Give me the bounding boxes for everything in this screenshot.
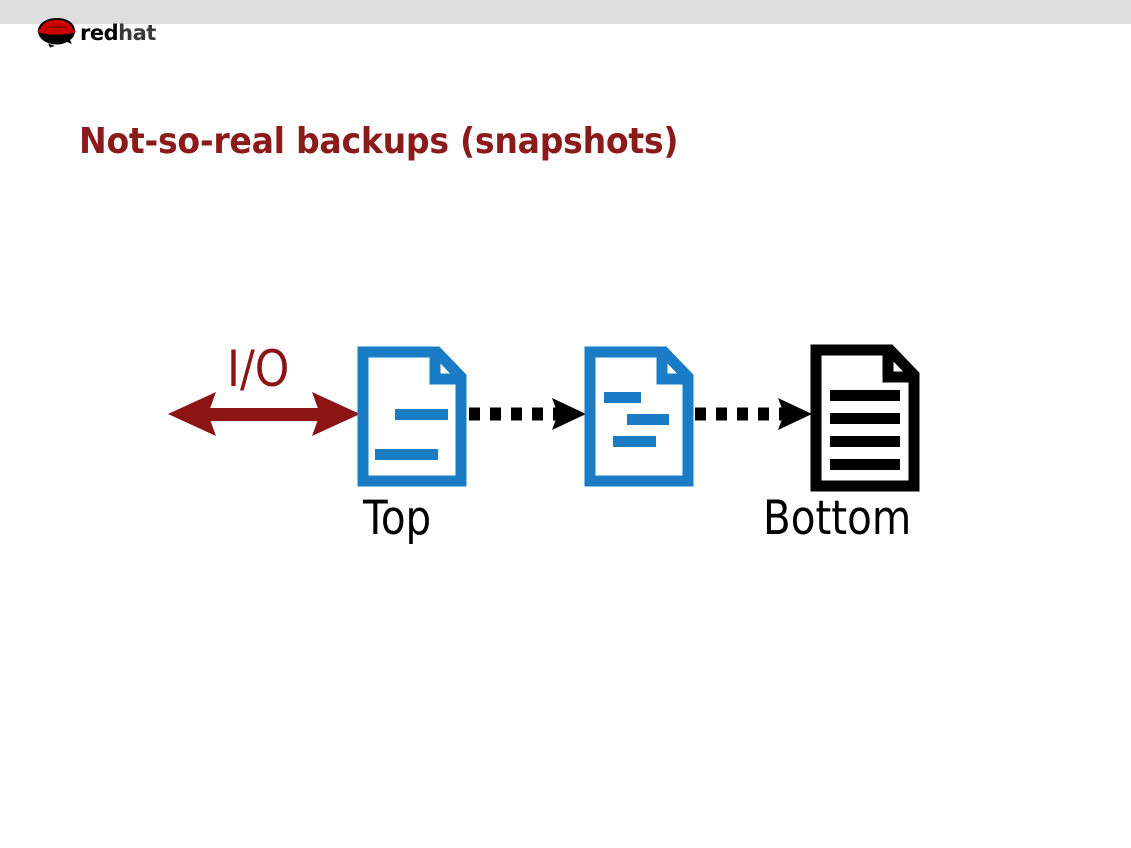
doc-line — [830, 390, 900, 401]
document-label-top: Top — [363, 491, 432, 546]
top-gray-band — [0, 0, 1131, 24]
document-label-bottom: Bottom — [763, 491, 912, 546]
doc-line — [395, 409, 448, 420]
doc-line — [830, 413, 900, 424]
document-icon-top — [357, 346, 467, 487]
dotted-arrow-top-to-middle — [469, 398, 586, 430]
document-icon-middle — [584, 346, 694, 487]
doc-line — [604, 392, 641, 403]
redhat-shadowman-icon — [37, 18, 76, 48]
io-label: I/O — [227, 340, 290, 398]
dotted-arrow-middle-to-bottom — [695, 398, 812, 430]
doc-line — [830, 436, 900, 447]
doc-line — [830, 459, 900, 470]
document-icon-bottom — [810, 344, 920, 492]
doc-line — [375, 449, 438, 460]
wordmark-red: red — [80, 21, 119, 45]
redhat-logo: redhat — [30, 16, 190, 50]
doc-line — [613, 436, 656, 447]
wordmark-hat: hat — [118, 21, 156, 45]
slide-title: Not-so-real backups (snapshots) — [79, 121, 679, 163]
io-double-arrow — [168, 392, 360, 436]
redhat-wordmark: redhat — [80, 21, 156, 45]
doc-line — [627, 414, 669, 425]
